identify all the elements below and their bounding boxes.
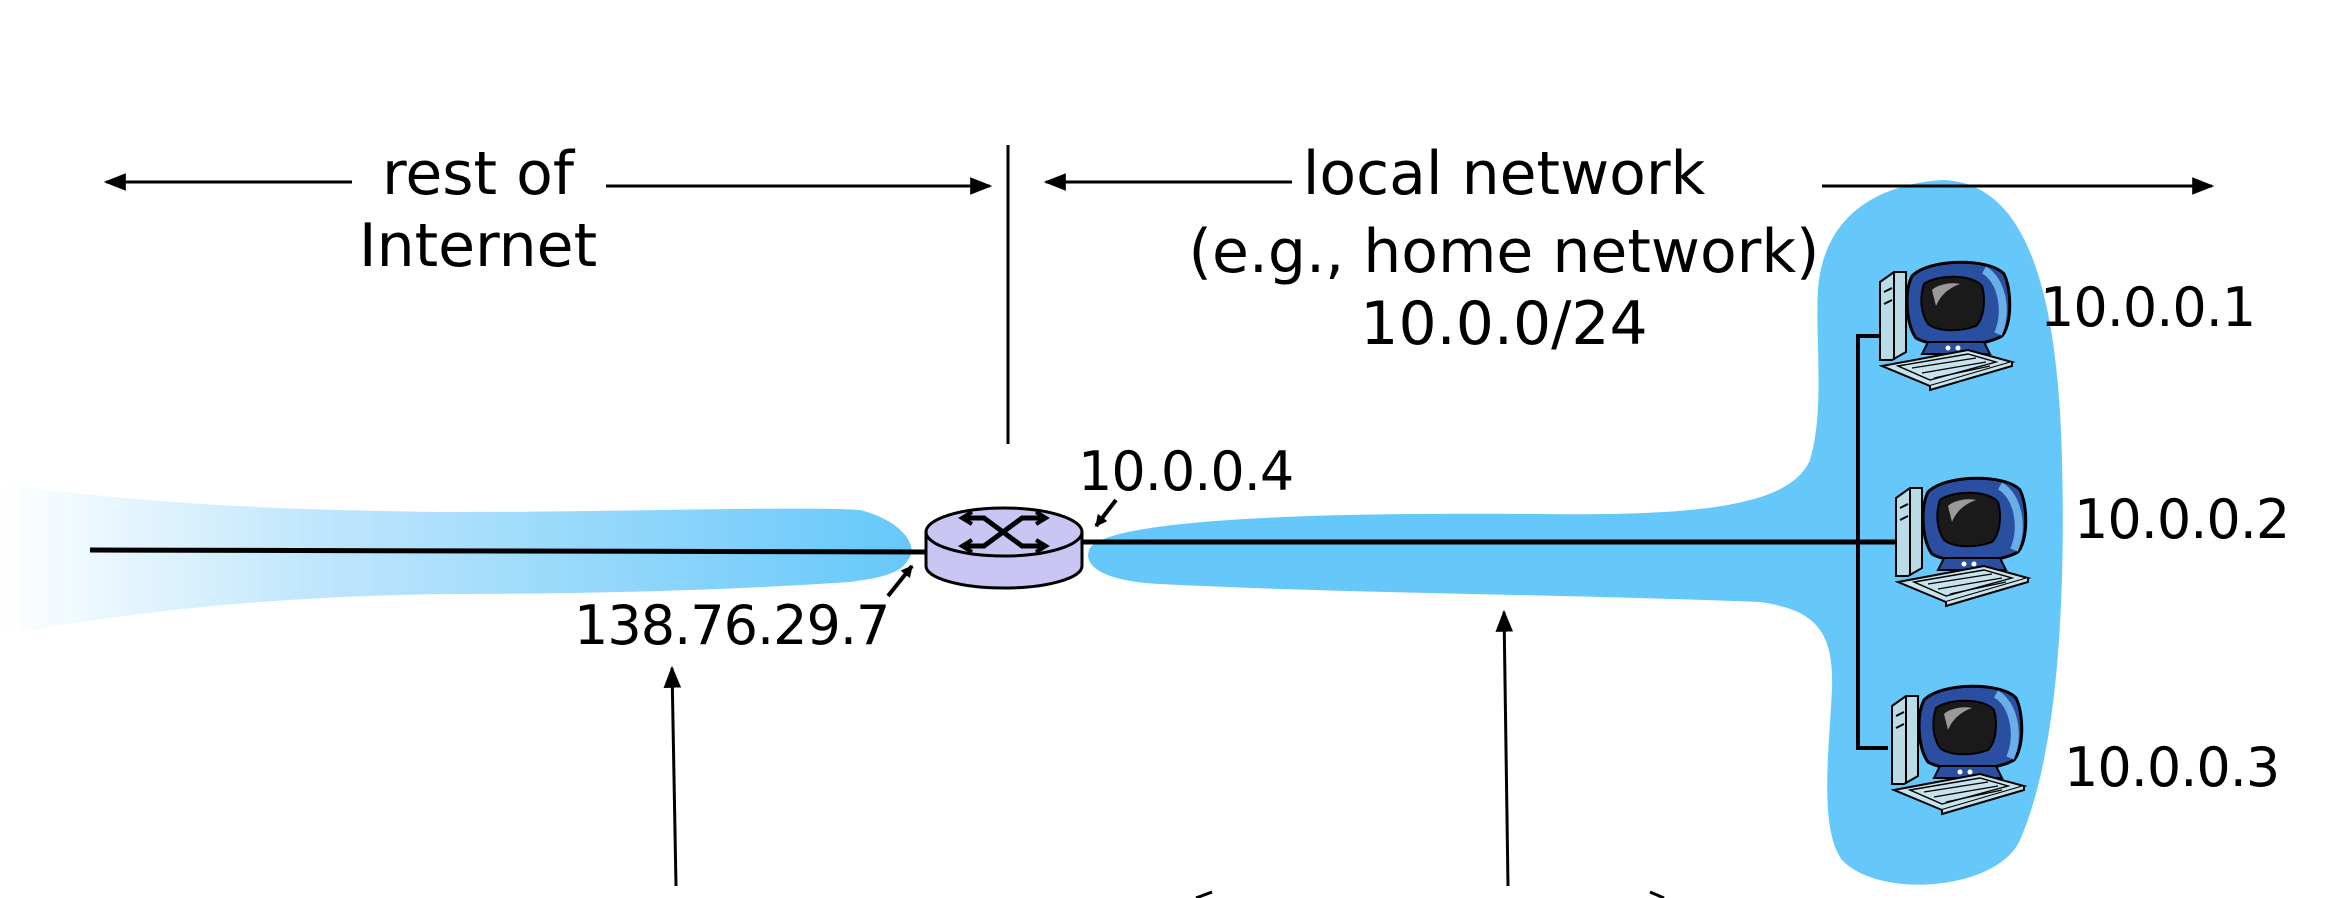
host-1-ip-label: 10.0.0.1: [2040, 276, 2255, 339]
local-network-label-line2: (e.g., home network): [1189, 217, 1820, 287]
internet-cloud: [0, 484, 912, 636]
wan-addressing-pointer-arrow: [663, 665, 682, 887]
router-lan-ip-label: 10.0.0.4: [1078, 440, 1293, 503]
lan-link-host-bus: [1856, 334, 1888, 750]
router-wan-ip-label: 138.76.29.7: [574, 594, 889, 657]
local-network-subnet-label: 10.0.0/24: [1360, 289, 1647, 359]
wan-link: [89, 547, 927, 555]
host-3-ip-label: 10.0.0.3: [2064, 736, 2279, 799]
rest-of-internet-label-line1: rest of: [382, 139, 576, 209]
router-lan-ip-pointer: [1094, 498, 1118, 528]
caption-fragment-mark-1: [1195, 890, 1213, 898]
router-icon: [924, 506, 1084, 590]
local-network-cloud: [1088, 180, 2063, 885]
desktop-computer-icon: [1880, 262, 2012, 390]
desktop-computer-icon: [1892, 686, 2024, 814]
rest-of-internet-label-line2: Internet: [359, 211, 597, 281]
lan-addressing-pointer-arrow: [1495, 609, 1514, 887]
local-network-label-line1: local network: [1303, 139, 1706, 209]
desktop-computer-icon: [1896, 478, 2028, 606]
host-2-ip-label: 10.0.0.2: [2074, 488, 2289, 551]
router-wan-ip-pointer: [886, 564, 914, 598]
caption-fragment-mark-2: [1649, 890, 1665, 898]
